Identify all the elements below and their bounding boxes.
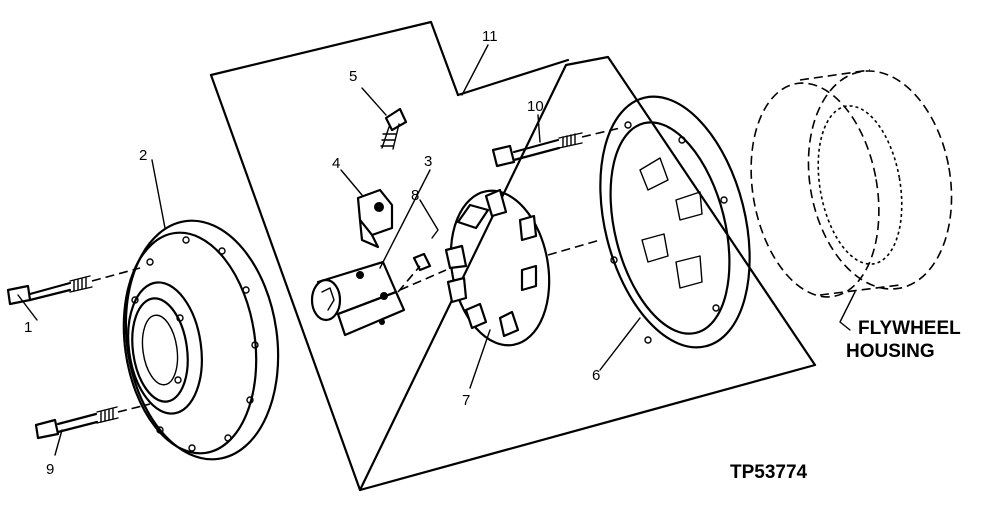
spider-insert — [399, 188, 601, 347]
callout-7: 7 — [462, 392, 470, 409]
callout-11: 11 — [482, 28, 498, 45]
callout-8: 8 — [411, 187, 419, 204]
frame-left-sheet — [209, 20, 817, 492]
long-bolt — [491, 127, 621, 168]
hub — [310, 260, 406, 337]
callout-5: 5 — [349, 68, 357, 85]
callout-1: 1 — [24, 319, 32, 336]
housing-label-line1: FLYWHEEL — [858, 318, 961, 339]
set-screw — [397, 252, 432, 293]
cap-screw-lower — [34, 403, 151, 440]
flywheel-housing — [750, 69, 953, 298]
housing-label-line2: HOUSING — [846, 341, 935, 362]
callout-2: 2 — [139, 147, 147, 164]
callout-3: 3 — [424, 153, 432, 170]
small-bolt — [380, 107, 408, 150]
callout-4: 4 — [332, 155, 340, 172]
callout-10: 10 — [527, 98, 544, 115]
clamp-block — [356, 188, 394, 249]
figure-id: TP53774 — [730, 462, 808, 483]
callout-9: 9 — [46, 461, 54, 478]
callout-6: 6 — [592, 367, 600, 384]
cap-screw-upper — [6, 267, 141, 306]
coupling-flange — [599, 95, 751, 349]
flange-disc — [122, 219, 280, 461]
leader-lines — [17, 44, 856, 456]
